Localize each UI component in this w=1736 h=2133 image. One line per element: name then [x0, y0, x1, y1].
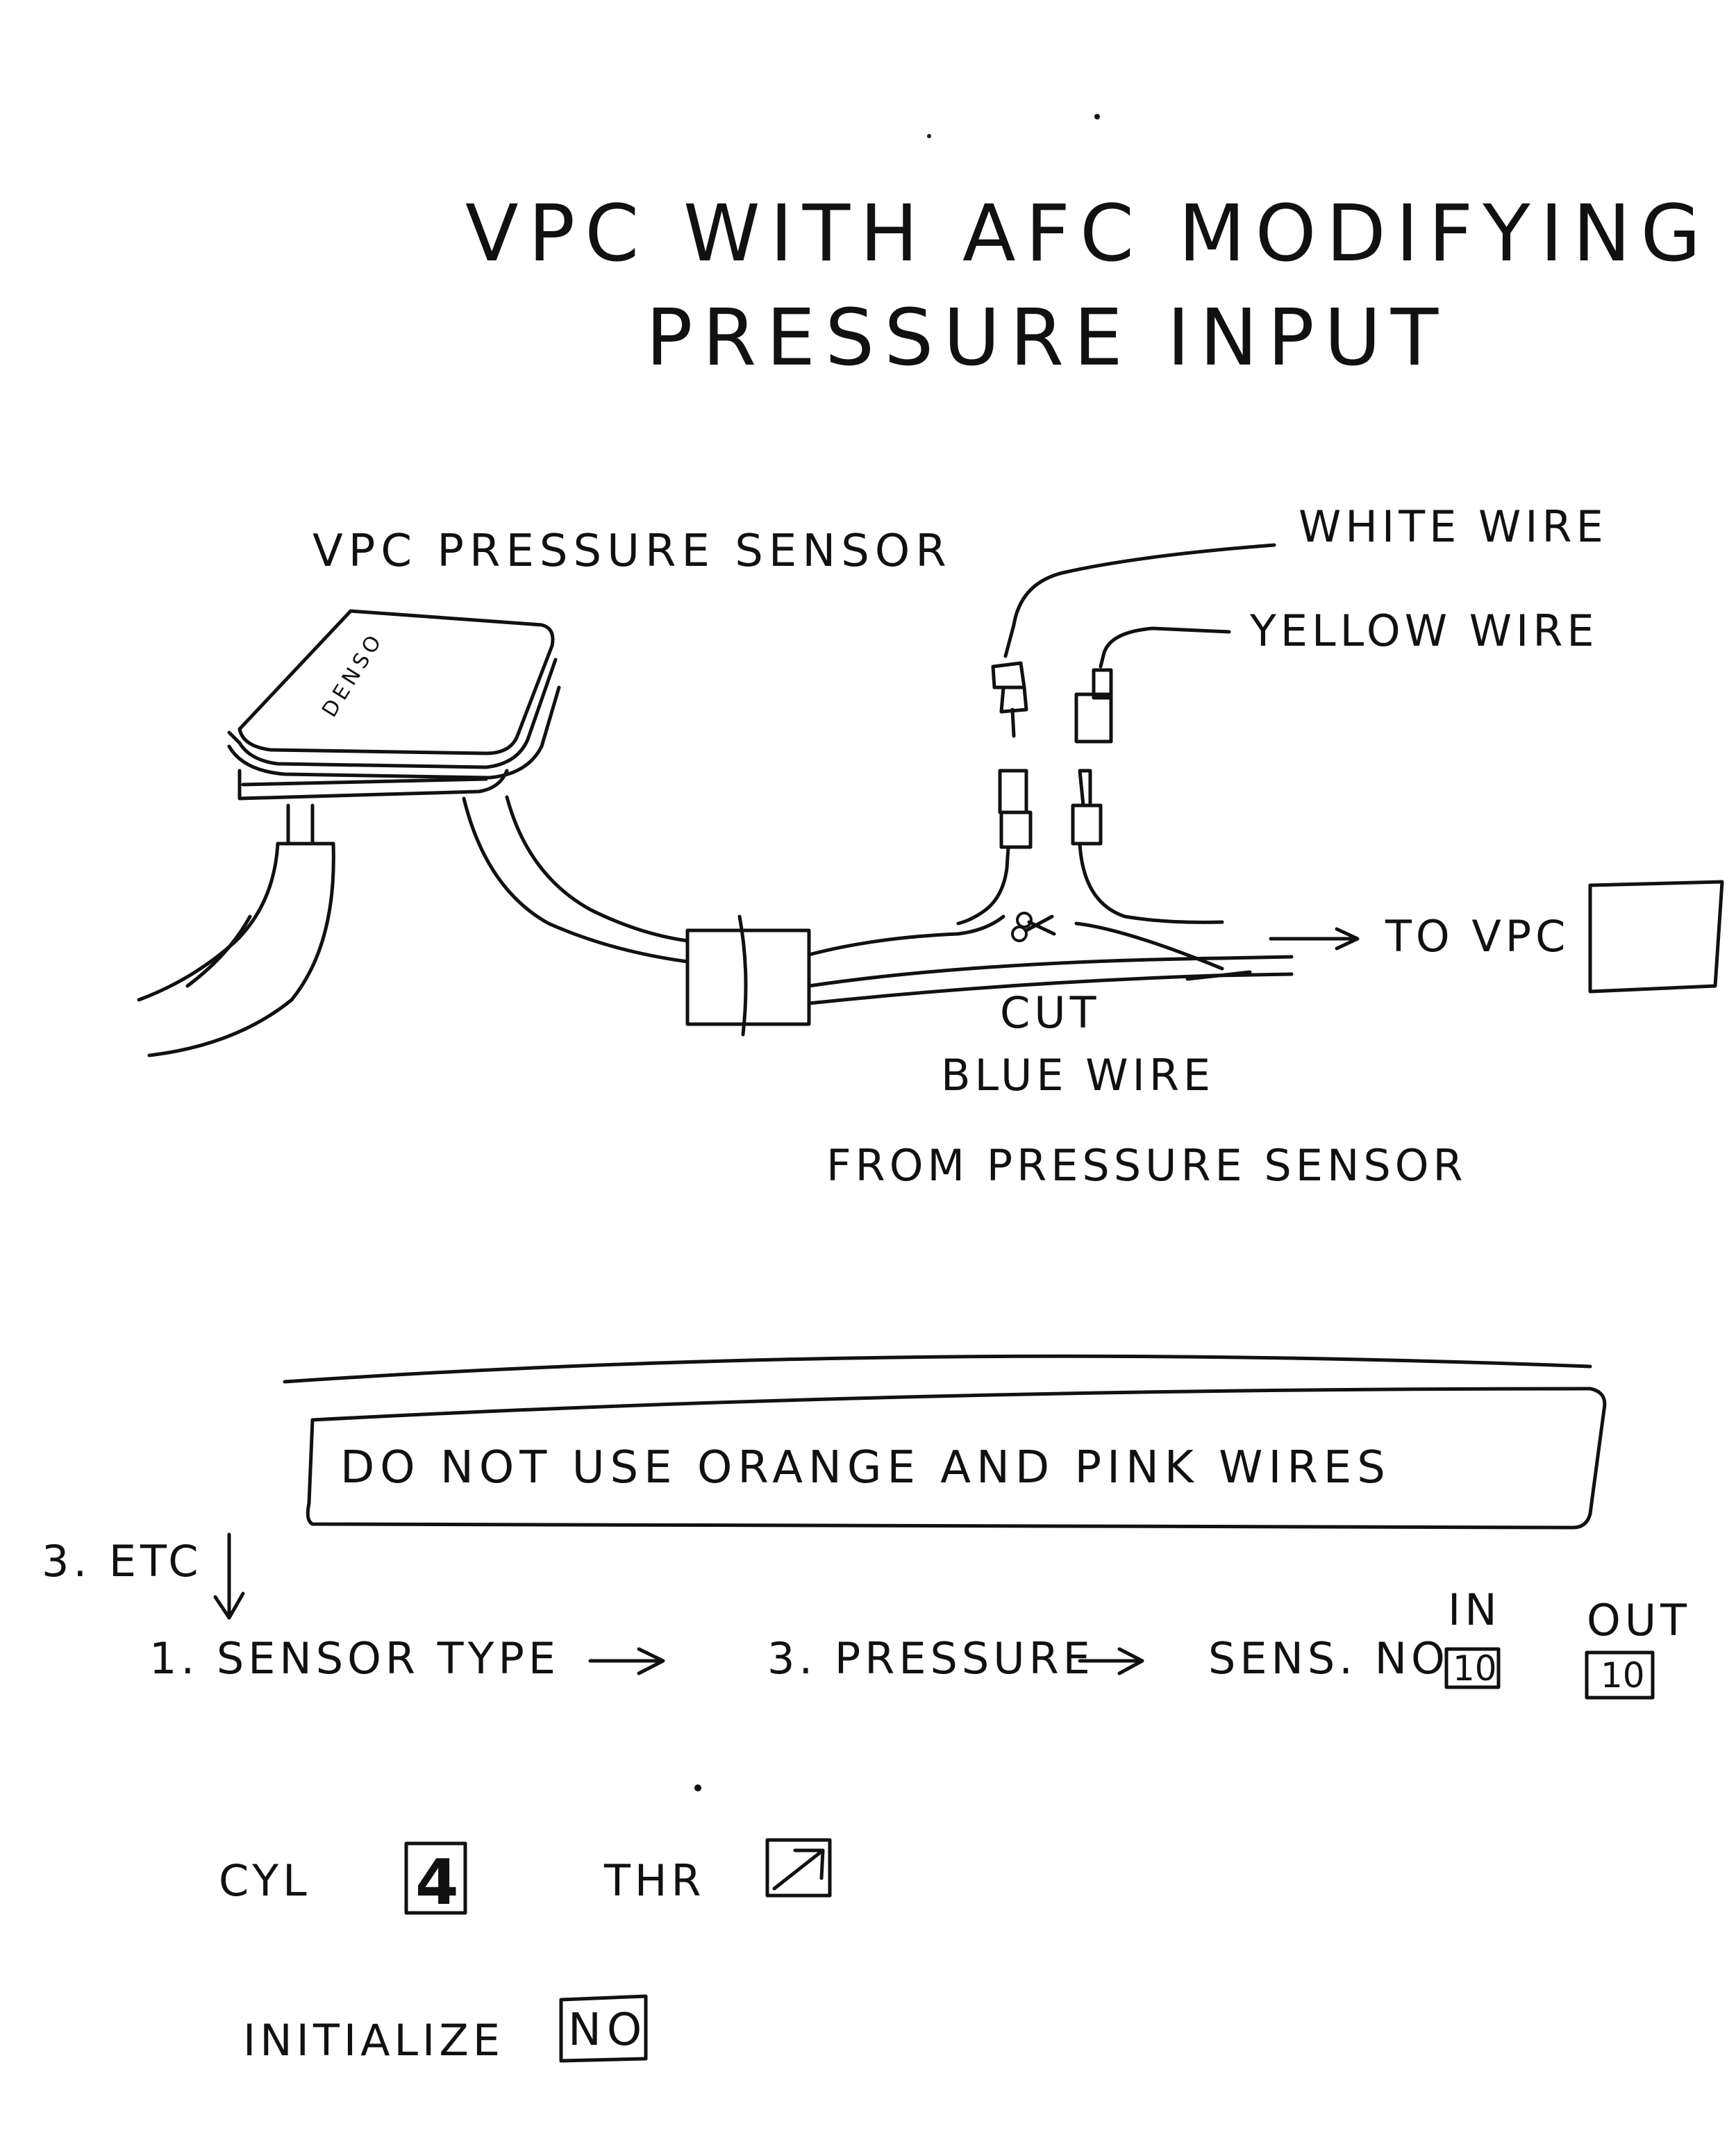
cyl-value-box	[404, 1841, 467, 1915]
cyl-label: CYL	[219, 1855, 311, 1906]
yellow-wire	[1071, 626, 1231, 924]
sensor-harness	[462, 795, 690, 964]
output-wires	[807, 914, 1294, 1005]
title-line-2: PRESSURE INPUT	[646, 293, 1448, 383]
initialize-label: INITIALIZE	[243, 2015, 504, 2066]
left-harness	[137, 803, 335, 1057]
to-vpc-label: TO VPC	[1385, 911, 1569, 962]
thr-value-box	[765, 1838, 832, 1898]
from-sensor-label: FROM PRESSURE SENSOR	[826, 1140, 1467, 1191]
cyl-value: 4	[415, 1846, 459, 1919]
to-vpc-arrow	[1269, 927, 1360, 951]
in-value-box	[1444, 1647, 1501, 1689]
initialize-value-box	[559, 1994, 648, 2063]
arrow-right-icon	[588, 1647, 665, 1675]
cut-label: CUT	[1000, 987, 1101, 1038]
etc-label: 3. ETC	[42, 1536, 203, 1587]
sensor-type-label: 1. SENSOR TYPE	[149, 1633, 560, 1684]
white-wire	[956, 543, 1276, 926]
connector-block	[685, 914, 811, 1037]
vpc-box	[1588, 880, 1724, 994]
out-label: OUT	[1587, 1595, 1691, 1646]
sens-no-label: SENS. NO	[1208, 1633, 1449, 1684]
blue-wire-label: BLUE WIRE	[941, 1050, 1215, 1101]
pressure-label: 3. PRESSURE	[767, 1633, 1094, 1684]
warning-text: DO NOT USE ORANGE AND PINK WIRES	[340, 1442, 1391, 1494]
arrow-right-icon	[1078, 1647, 1144, 1675]
thr-label: THR	[603, 1855, 706, 1906]
in-value: 10	[1453, 1648, 1497, 1689]
initialize-value: NO	[568, 2005, 647, 2056]
out-value-box	[1585, 1650, 1655, 1700]
scissors-icon	[1011, 912, 1056, 942]
stray-mark	[694, 1784, 701, 1791]
yellow-wire-label: YELLOW WIRE	[1249, 605, 1599, 656]
down-arrow-icon	[213, 1532, 245, 1620]
arrow-up-right-icon	[772, 1848, 825, 1891]
stray-mark	[927, 134, 931, 138]
sensor-brand: DENSO	[317, 628, 388, 721]
pressure-sensor: DENSO	[227, 609, 561, 801]
in-label: IN	[1448, 1584, 1501, 1635]
white-wire-label: WHITE WIRE	[1299, 501, 1608, 552]
title-line-1: VPC WITH AFC MODIFYING	[465, 189, 1710, 279]
sensor-label: VPC PRESSURE SENSOR	[312, 526, 952, 577]
separator-line	[283, 1354, 1592, 1384]
out-value: 10	[1601, 1655, 1645, 1696]
warning-box: DO NOT USE ORANGE AND PINK WIRES	[306, 1387, 1607, 1530]
stray-mark	[1094, 114, 1100, 119]
